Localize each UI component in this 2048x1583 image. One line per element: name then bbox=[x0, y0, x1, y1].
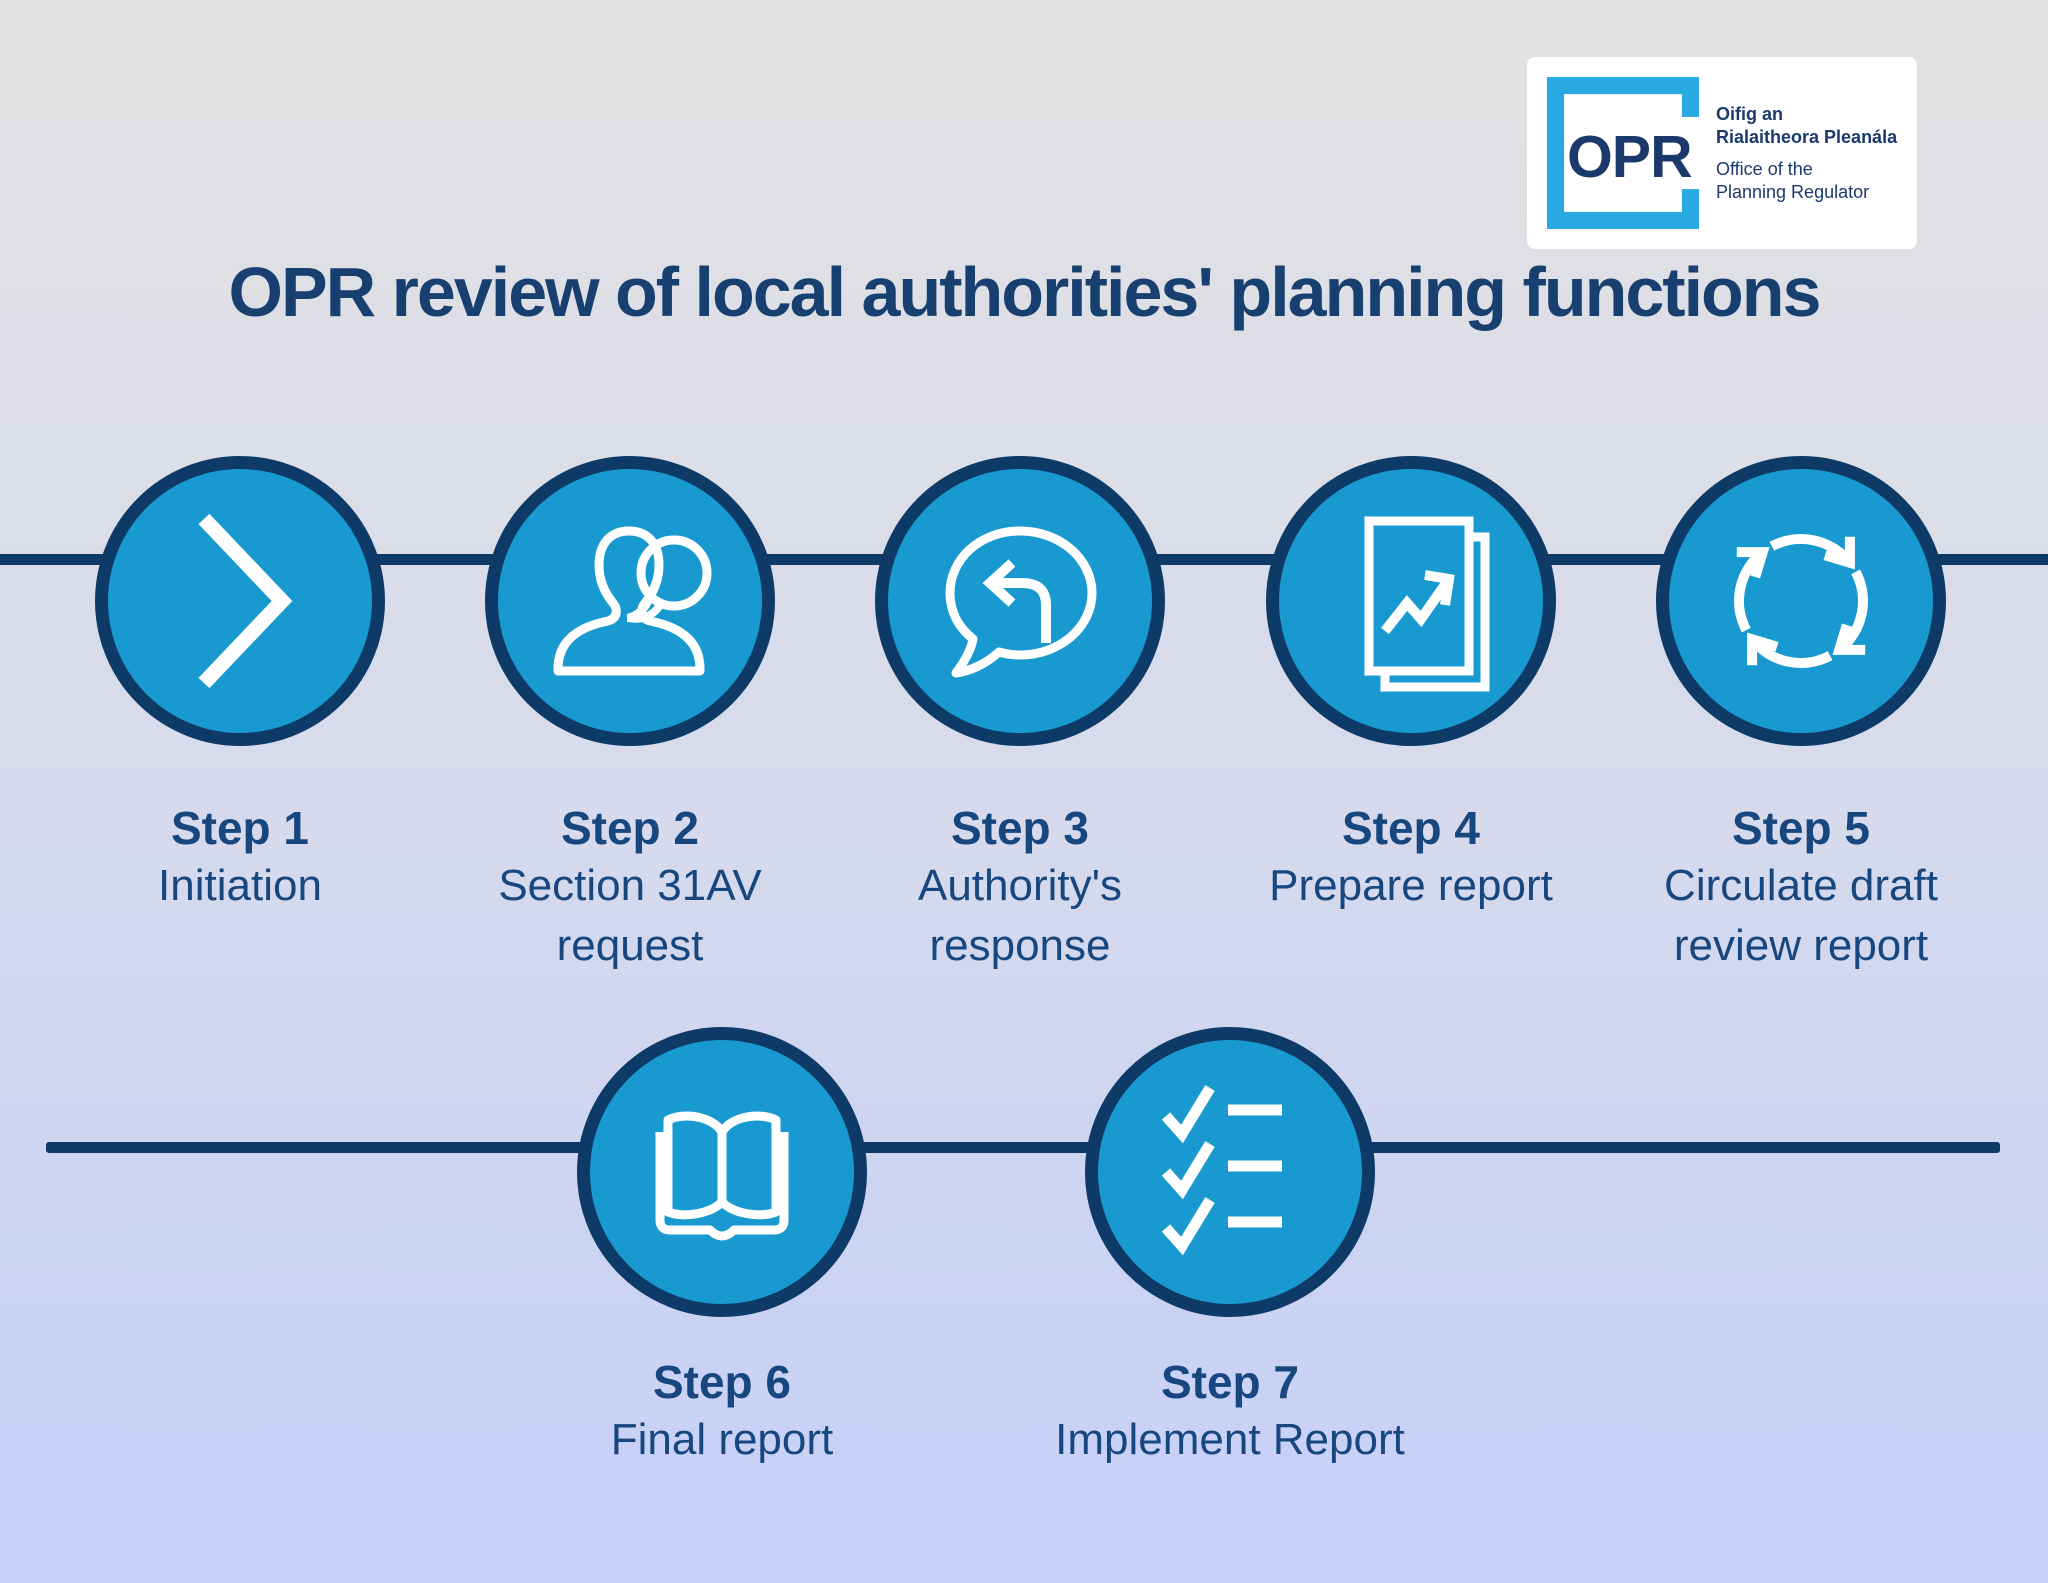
step-4-title: Step 4 bbox=[1341, 802, 1481, 854]
step-6-node bbox=[577, 1027, 867, 1317]
step-4-label: Step 4 Prepare report bbox=[1181, 800, 1641, 916]
step-3-description-line: response bbox=[929, 921, 1111, 970]
step-5-node bbox=[1656, 456, 1946, 746]
step-2-description-line: request bbox=[556, 921, 704, 970]
step-1-label: Step 1 Initiation bbox=[10, 800, 470, 916]
opr-logo: OPR Oifig an Rialaitheora Pleanála Offic… bbox=[1527, 57, 1917, 249]
step-3-description-line: Authority's bbox=[917, 861, 1123, 910]
logo-english-line1: Office of the bbox=[1716, 158, 1813, 179]
chevron-right-icon bbox=[198, 513, 293, 689]
logo-irish-line1: Oifig an bbox=[1716, 103, 1783, 124]
step-5-description-line: Circulate draft bbox=[1664, 861, 1938, 910]
step-2-description-line: Section 31AV bbox=[498, 861, 762, 910]
logo-english-line2: Planning Regulator bbox=[1716, 181, 1870, 202]
step-5-description-line: review report bbox=[1673, 921, 1929, 970]
step-1-description-line: Initiation bbox=[158, 861, 322, 910]
person-speech-bubble-icon bbox=[553, 526, 712, 676]
step-4-node bbox=[1266, 456, 1556, 746]
report-chart-icon bbox=[1364, 516, 1490, 692]
checklist-icon bbox=[1161, 1085, 1282, 1256]
step-6-title: Step 6 bbox=[652, 1356, 792, 1408]
step-7-label: Step 7 Implement Report bbox=[1000, 1354, 1460, 1470]
step-3-label: Step 3 Authority's response bbox=[790, 800, 1250, 976]
step-5-label: Step 5 Circulate draft review report bbox=[1571, 800, 2031, 976]
step-2-title: Step 2 bbox=[560, 802, 700, 854]
step-7-node bbox=[1085, 1027, 1375, 1317]
step-3-node bbox=[875, 456, 1165, 746]
step-1-title: Step 1 bbox=[170, 802, 310, 854]
step-4-description-line: Prepare report bbox=[1269, 861, 1553, 910]
timeline-row-2 bbox=[46, 1142, 2000, 1153]
step-6-label: Step 6 Final report bbox=[492, 1354, 952, 1470]
opr-logo-acronym: OPR bbox=[1567, 125, 1692, 190]
open-book-icon bbox=[655, 1111, 789, 1241]
step-2-label: Step 2 Section 31AV request bbox=[400, 800, 860, 976]
step-3-title: Step 3 bbox=[950, 802, 1090, 854]
page-title: OPR review of local authorities' plannin… bbox=[228, 253, 1822, 331]
step-6-description-line: Final report bbox=[610, 1415, 834, 1464]
logo-irish-line2: Rialaitheora Pleanála bbox=[1716, 126, 1898, 147]
opr-logo-text: Oifig an Rialaitheora Pleanála Office of… bbox=[1716, 103, 1897, 204]
step-7-title: Step 7 bbox=[1160, 1356, 1300, 1408]
step-7-description-line: Implement Report bbox=[1055, 1415, 1405, 1464]
step-5-title: Step 5 bbox=[1731, 802, 1871, 854]
opr-logo-frame-icon: OPR bbox=[1547, 77, 1699, 229]
reply-speech-bubble-icon bbox=[945, 526, 1097, 678]
step-1-node bbox=[95, 456, 385, 746]
step-2-node bbox=[485, 456, 775, 746]
sync-arrows-icon bbox=[1734, 534, 1868, 668]
